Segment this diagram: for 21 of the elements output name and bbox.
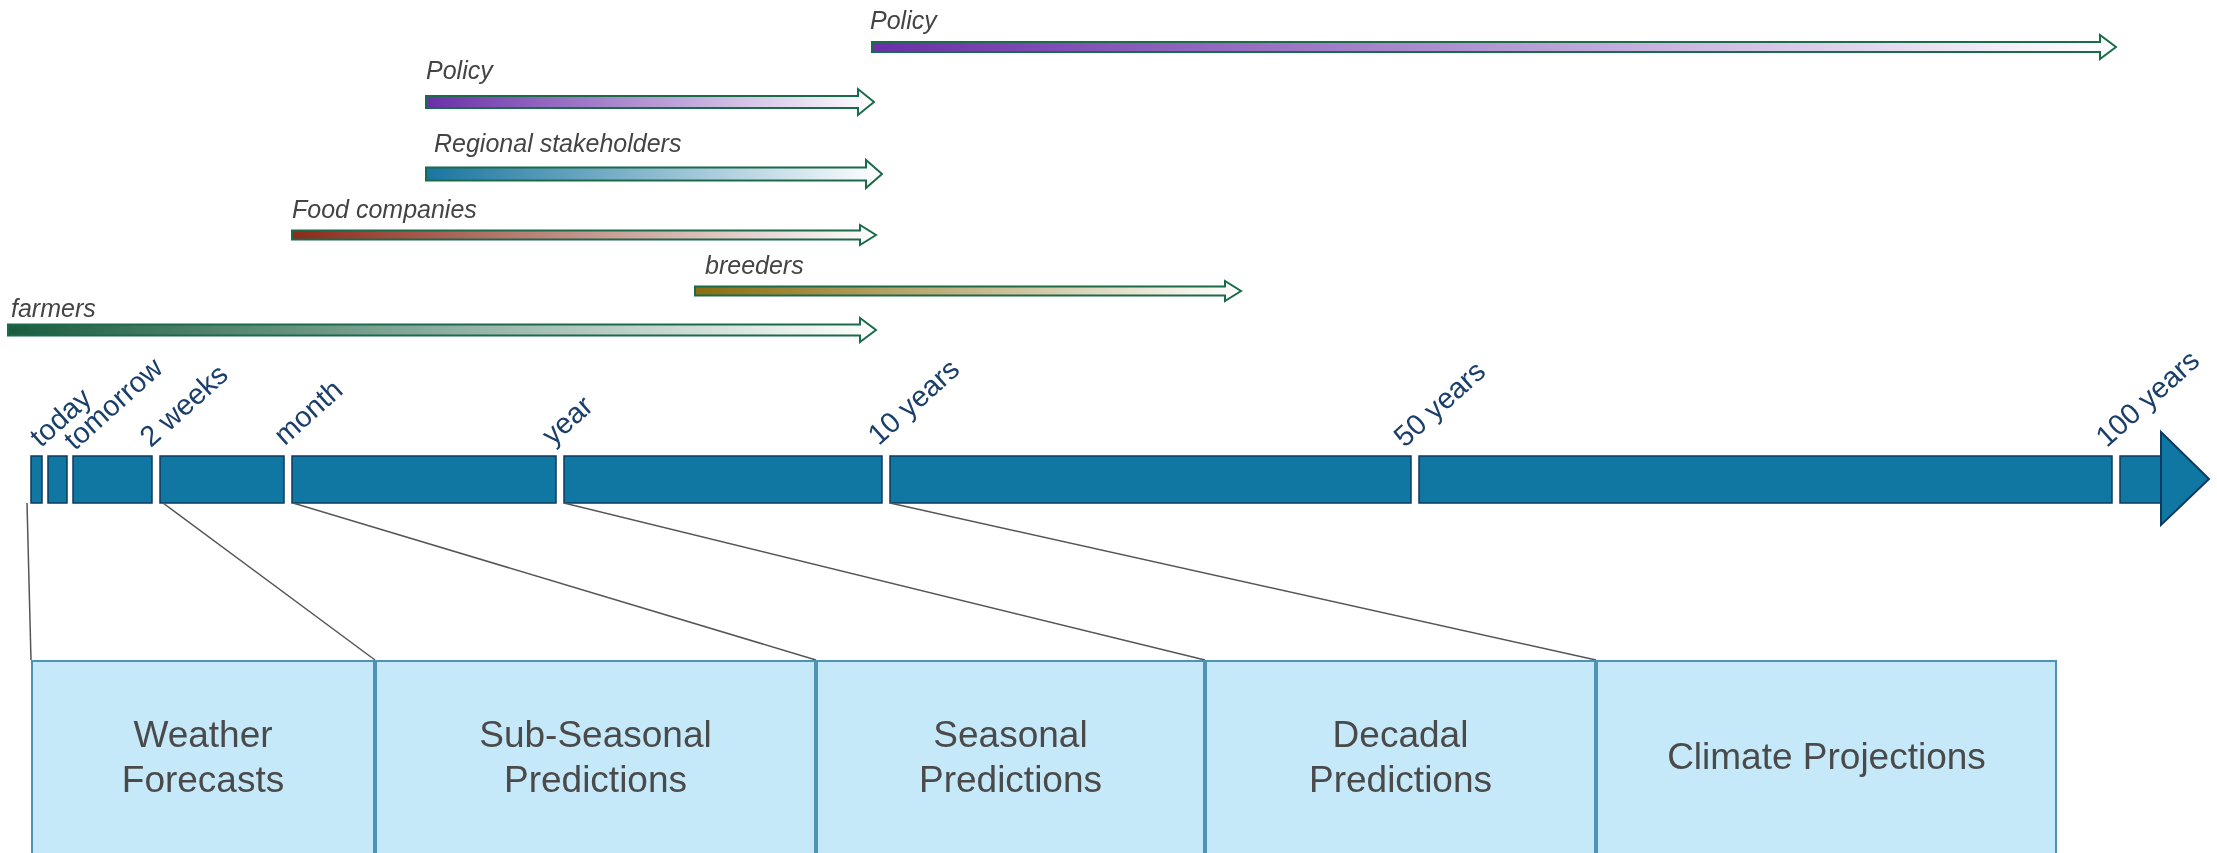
stakeholder-label: Food companies: [292, 197, 477, 222]
stakeholder-label: farmers: [11, 296, 96, 321]
box-label: Climate Projections: [1667, 735, 1986, 780]
category-box: [1596, 660, 2057, 853]
leader-line: [889, 502, 1597, 661]
box-label: Seasonal Predictions: [918, 713, 1103, 802]
leader-line: [162, 502, 376, 661]
stakeholder-label: Regional stakeholders: [434, 131, 682, 156]
category-box: [1205, 660, 1596, 853]
category-box: [31, 660, 375, 853]
stakeholder-label: breeders: [705, 253, 804, 278]
category-box: [375, 660, 816, 853]
stakeholder-label: Policy: [426, 58, 493, 83]
leader-line: [26, 502, 32, 661]
box-label: Decadal Predictions: [1308, 713, 1493, 802]
box-label: Weather Forecasts: [120, 713, 286, 802]
leader-line: [563, 502, 1206, 661]
stakeholder-label: Policy: [870, 8, 937, 33]
category-box: [816, 660, 1205, 853]
leader-line: [292, 502, 817, 661]
box-label: Sub-Seasonal Predictions: [478, 713, 713, 802]
